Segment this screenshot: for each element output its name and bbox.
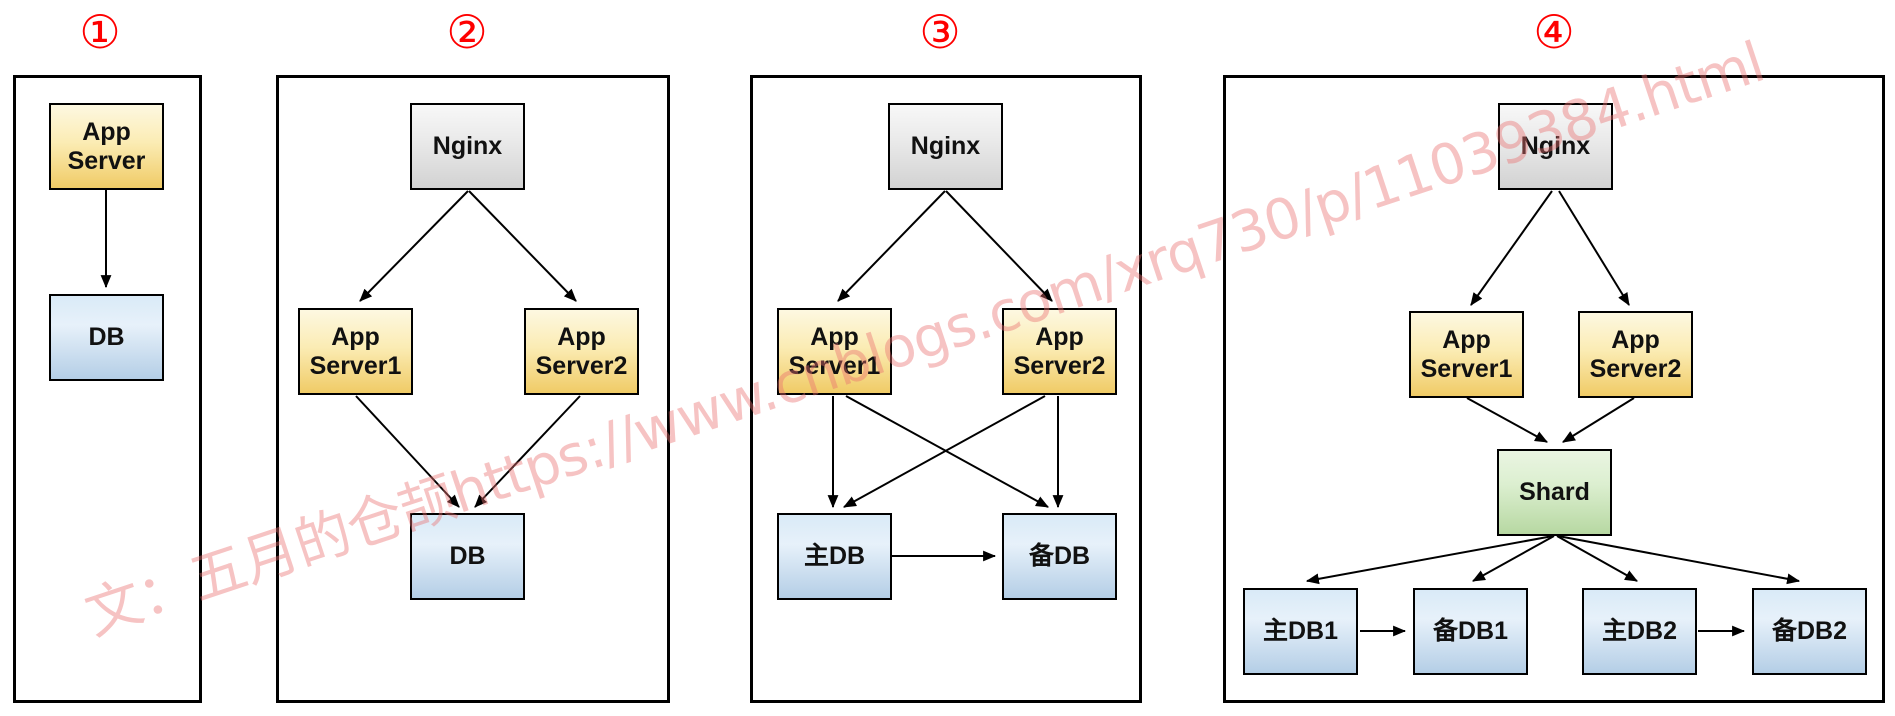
node-shard: Shard bbox=[1497, 449, 1612, 536]
panel-4 bbox=[1223, 75, 1885, 703]
node-master-db1: 主DB1 bbox=[1243, 588, 1358, 675]
node-nginx-4: Nginx bbox=[1498, 103, 1613, 190]
step-number-3: ③ bbox=[919, 5, 961, 59]
step-number-4: ④ bbox=[1533, 5, 1575, 59]
node-app-server1-3: App Server1 bbox=[777, 308, 892, 395]
node-master-db2: 主DB2 bbox=[1582, 588, 1697, 675]
step-number-2: ② bbox=[446, 5, 488, 59]
node-backup-db: 备DB bbox=[1002, 513, 1117, 600]
node-db-2: DB bbox=[410, 513, 525, 600]
node-app-server1-2: App Server1 bbox=[298, 308, 413, 395]
panel-2 bbox=[276, 75, 670, 703]
node-app-server2-4: App Server2 bbox=[1578, 311, 1693, 398]
node-app-server: App Server bbox=[49, 103, 164, 190]
node-master-db: 主DB bbox=[777, 513, 892, 600]
panel-1 bbox=[13, 75, 202, 703]
node-nginx-3: Nginx bbox=[888, 103, 1003, 190]
node-backup-db1: 备DB1 bbox=[1413, 588, 1528, 675]
node-app-server2-2: App Server2 bbox=[524, 308, 639, 395]
node-db: DB bbox=[49, 294, 164, 381]
node-nginx-2: Nginx bbox=[410, 103, 525, 190]
node-app-server1-4: App Server1 bbox=[1409, 311, 1524, 398]
node-app-server2-3: App Server2 bbox=[1002, 308, 1117, 395]
panel-3 bbox=[750, 75, 1142, 703]
node-backup-db2: 备DB2 bbox=[1752, 588, 1867, 675]
step-number-1: ① bbox=[79, 5, 121, 59]
